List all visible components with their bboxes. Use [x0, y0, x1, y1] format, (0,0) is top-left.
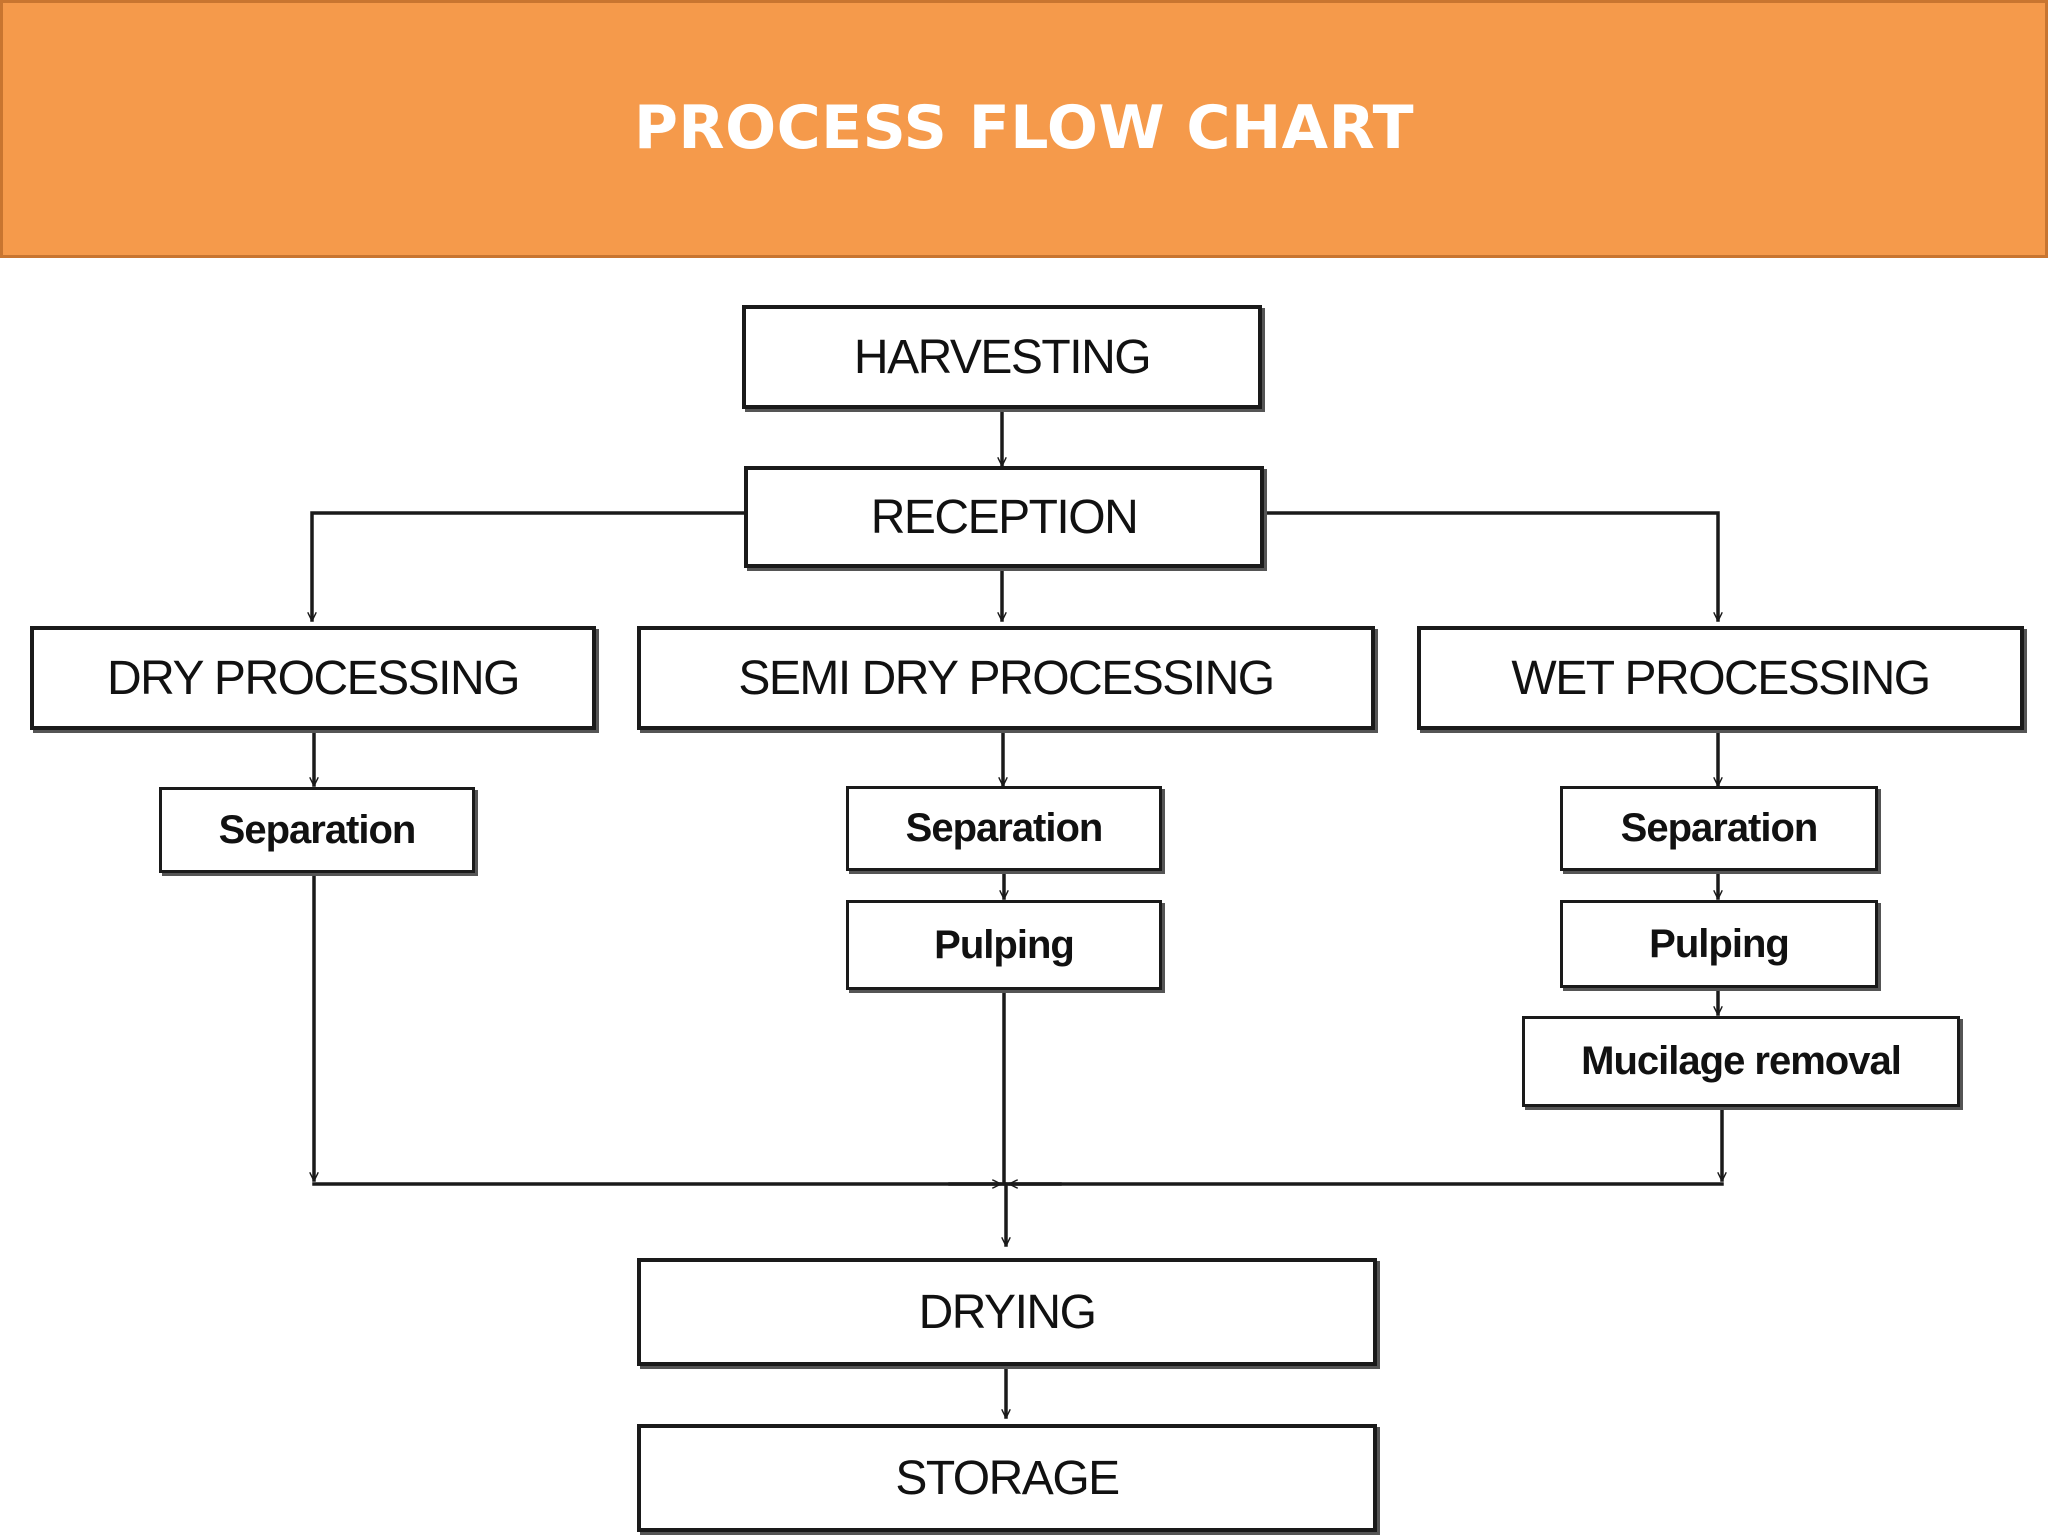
harvesting-box: HARVESTING: [742, 305, 1262, 409]
wet-separation-box: Separation: [1560, 786, 1878, 871]
page-title: PROCESS FLOW CHART: [633, 92, 1415, 163]
arrow-reception-dry: [312, 511, 746, 622]
reception-label: RECEPTION: [870, 490, 1139, 544]
dry-separation-label: Separation: [218, 807, 417, 852]
header-banner: PROCESS FLOW CHART: [0, 0, 2048, 258]
mucilage-removal-box: Mucilage removal: [1522, 1016, 1960, 1107]
drying-label: DRYING: [918, 1285, 1097, 1339]
arrow-reception-wet: [1262, 511, 1718, 622]
dry-separation-box: Separation: [159, 787, 475, 873]
storage-box: STORAGE: [637, 1424, 1377, 1532]
wet-separation-label: Separation: [1620, 806, 1819, 850]
semi-dry-processing-box: SEMI DRY PROCESSING: [637, 626, 1375, 730]
dry-processing-label: DRY PROCESSING: [106, 651, 521, 705]
semi-dry-processing-label: SEMI DRY PROCESSING: [738, 651, 1275, 705]
wet-pulping-box: Pulping: [1560, 900, 1878, 988]
wet-pulping-label: Pulping: [1649, 921, 1790, 966]
semi-pulping-box: Pulping: [846, 900, 1162, 990]
harvesting-label: HARVESTING: [853, 330, 1152, 384]
mucilage-removal-label: Mucilage removal: [1581, 1039, 1902, 1083]
semi-pulping-label: Pulping: [934, 922, 1075, 967]
wet-processing-box: WET PROCESSING: [1417, 626, 2024, 730]
reception-box: RECEPTION: [744, 466, 1264, 568]
storage-label: STORAGE: [895, 1451, 1120, 1505]
wet-processing-label: WET PROCESSING: [1511, 651, 1931, 705]
semi-separation-box: Separation: [846, 786, 1162, 871]
drying-box: DRYING: [637, 1258, 1377, 1366]
dry-processing-box: DRY PROCESSING: [30, 626, 596, 730]
semi-separation-label: Separation: [905, 806, 1104, 850]
